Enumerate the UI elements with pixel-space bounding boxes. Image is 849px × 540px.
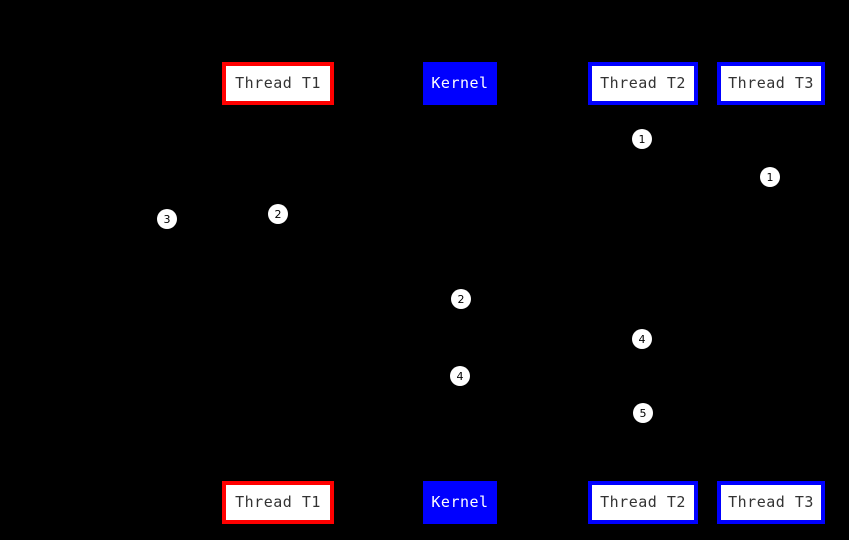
message-arrow bbox=[460, 347, 643, 353]
message-arrow bbox=[460, 307, 643, 313]
participant-box-t3-top[interactable]: Thread T3 bbox=[717, 62, 825, 105]
step-badge-3: 3 bbox=[157, 209, 177, 229]
lifeline-t2 bbox=[643, 105, 644, 481]
participant-box-t1-top[interactable]: Thread T1 bbox=[222, 62, 334, 105]
step-badge-1: 1 bbox=[632, 129, 652, 149]
step-number: 1 bbox=[638, 132, 646, 146]
step-number: 4 bbox=[638, 332, 646, 346]
step-number: 2 bbox=[457, 292, 465, 306]
step-badge-2: 2 bbox=[451, 289, 471, 309]
participant-box-kernel-bottom[interactable]: Kernel bbox=[423, 481, 497, 524]
message-arrow bbox=[278, 222, 460, 228]
lifeline-t3 bbox=[771, 105, 772, 481]
step-badge-1: 1 bbox=[760, 167, 780, 187]
participant-box-t1-bottom[interactable]: Thread T1 bbox=[222, 481, 334, 524]
participant-label: Thread T1 bbox=[235, 493, 321, 511]
participant-box-t3-bottom[interactable]: Thread T3 bbox=[717, 481, 825, 524]
step-badge-4: 4 bbox=[632, 329, 652, 349]
participant-label: Thread T3 bbox=[728, 74, 814, 92]
step-number: 5 bbox=[639, 406, 647, 420]
participant-label: Thread T2 bbox=[600, 74, 686, 92]
message-arrow bbox=[278, 185, 771, 191]
step-number: 1 bbox=[766, 170, 774, 184]
participant-label: Thread T2 bbox=[600, 493, 686, 511]
step-badge-2: 2 bbox=[268, 204, 288, 224]
participant-box-t2-top[interactable]: Thread T2 bbox=[588, 62, 698, 105]
message-arrow bbox=[278, 421, 643, 427]
participant-label: Kernel bbox=[431, 74, 489, 92]
step-number: 4 bbox=[456, 369, 464, 383]
participant-box-kernel-top[interactable]: Kernel bbox=[423, 62, 497, 105]
step-number: 3 bbox=[163, 212, 171, 226]
step-badge-4: 4 bbox=[450, 366, 470, 386]
message-arrow bbox=[460, 384, 643, 390]
message-arrow bbox=[278, 147, 643, 153]
participant-box-t2-bottom[interactable]: Thread T2 bbox=[588, 481, 698, 524]
lifeline-t1 bbox=[278, 105, 279, 481]
participant-label: Thread T3 bbox=[728, 493, 814, 511]
step-number: 2 bbox=[274, 207, 282, 221]
step-badge-5: 5 bbox=[633, 403, 653, 423]
participant-label: Kernel bbox=[431, 493, 489, 511]
participant-label: Thread T1 bbox=[235, 74, 321, 92]
